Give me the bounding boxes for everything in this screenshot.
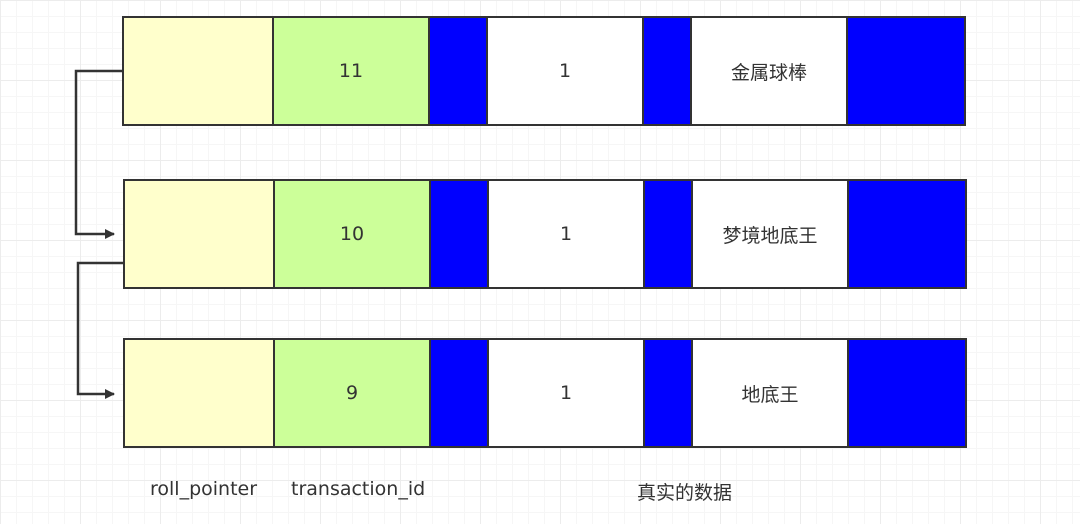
separator-cell — [431, 181, 489, 287]
separator-cell — [849, 181, 965, 287]
name-cell: 梦境地底王 — [693, 181, 849, 287]
separator-cell — [645, 340, 693, 446]
version-record-row: 10 1 梦境地底王 — [123, 179, 967, 289]
transaction-id-cell: 11 — [274, 18, 430, 124]
name-cell: 金属球棒 — [692, 18, 848, 124]
value-cell: 1 — [489, 181, 645, 287]
real-data-label: 真实的数据 — [637, 482, 733, 504]
version-record-row: 9 1 地底王 — [123, 338, 967, 448]
separator-cell — [430, 18, 488, 124]
roll-pointer-cell — [125, 340, 275, 446]
separator-cell — [431, 340, 489, 446]
transaction-id-label: transaction_id — [291, 478, 426, 500]
separator-cell — [644, 18, 692, 124]
roll-pointer-label: roll_pointer — [150, 478, 258, 500]
separator-cell — [645, 181, 693, 287]
name-cell: 地底王 — [693, 340, 849, 446]
value-cell: 1 — [488, 18, 644, 124]
pointer-arrow — [76, 261, 123, 399]
value-cell: 1 — [489, 340, 645, 446]
transaction-id-cell: 10 — [275, 181, 431, 287]
separator-cell — [848, 18, 964, 124]
roll-pointer-cell — [125, 181, 275, 287]
transaction-id-cell: 9 — [275, 340, 431, 446]
pointer-arrow — [74, 69, 122, 239]
roll-pointer-cell — [124, 18, 274, 124]
separator-cell — [849, 340, 965, 446]
version-record-row: 11 1 金属球棒 — [122, 16, 966, 126]
